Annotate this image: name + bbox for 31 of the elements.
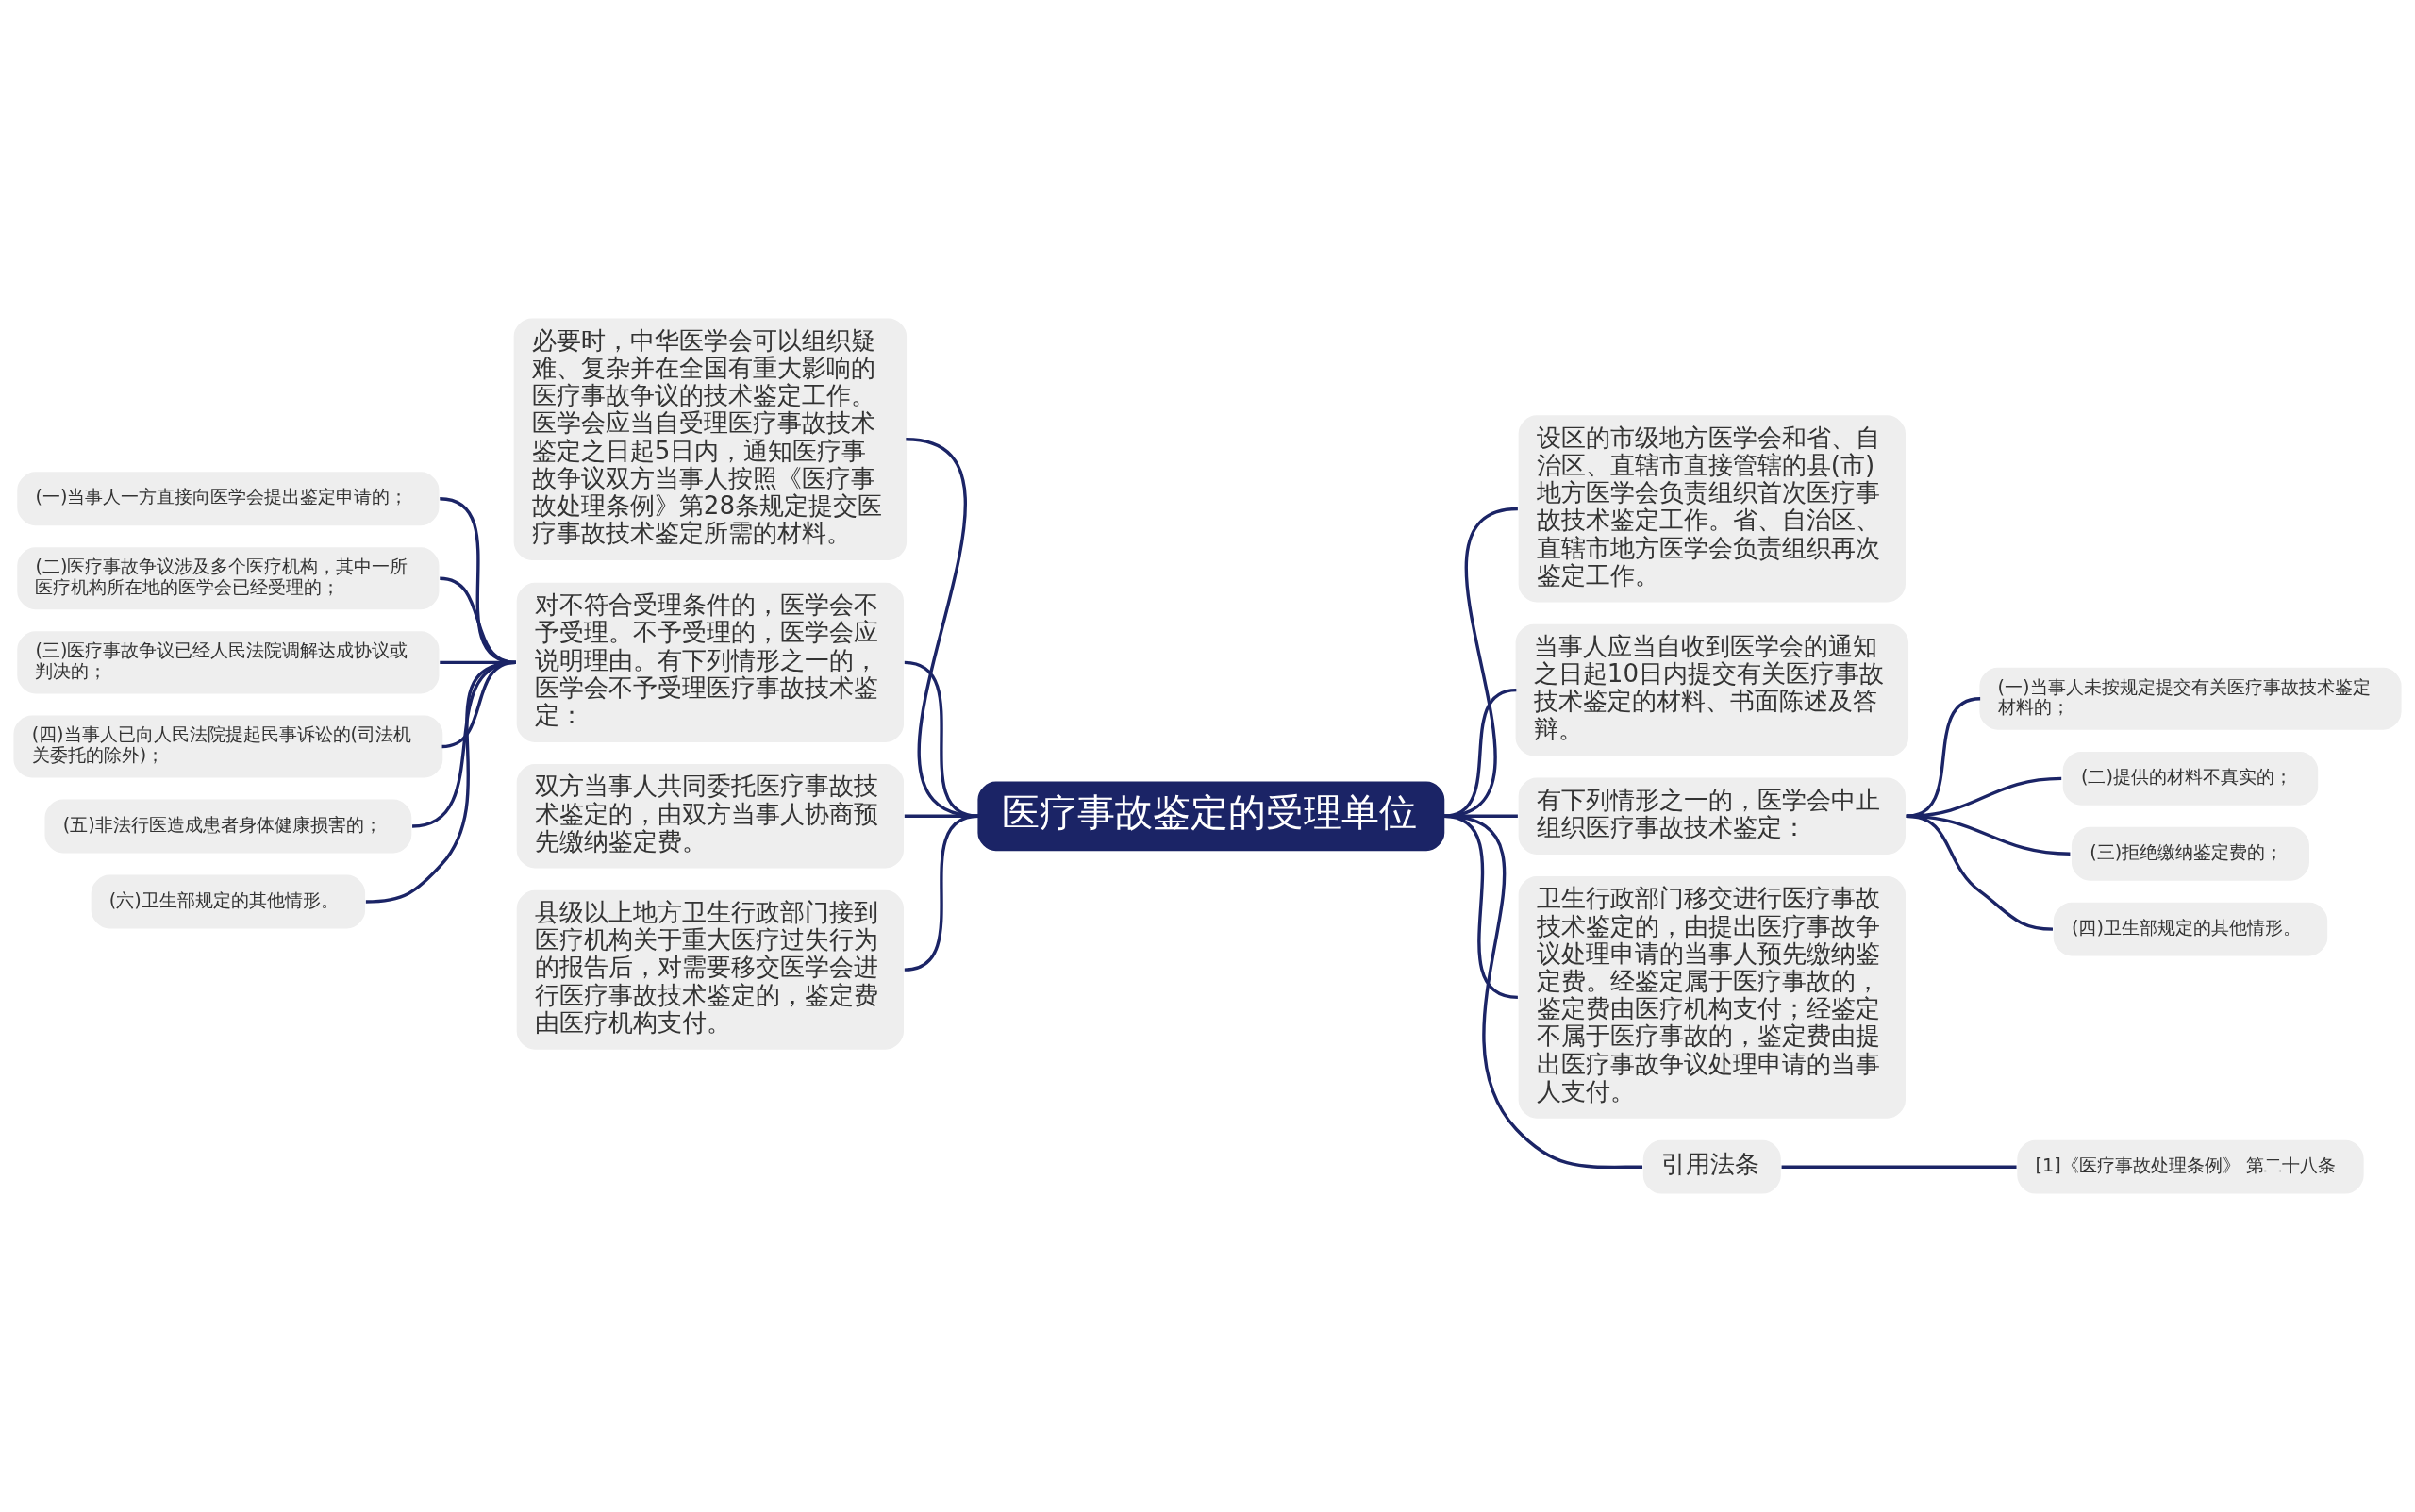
- node-box: 有下列情形之一的，医学会中止组织医疗事故技术鉴定：: [1518, 777, 1906, 855]
- node-box: (二)提供的材料不真实的；: [2062, 751, 2319, 806]
- node-box: 引用法条: [1642, 1139, 1781, 1194]
- node-box: 县级以上地方卫生行政部门接到医疗机构关于重大医疗过失行为的报告后，对需要移交医学会进行医疗事故技术鉴定的，鉴定费由医疗机构支付。: [516, 889, 905, 1050]
- node-box: 对不符合受理条件的，医学会不予受理。不予受理的，医学会应说明理由。有下列情形之一的，医学会不予受理医疗事故技术鉴定：: [516, 582, 905, 742]
- node-box: (五)非法行医造成患者身体健康损害的；: [44, 799, 412, 854]
- connector: [1443, 507, 1519, 818]
- connector: [1906, 697, 1981, 818]
- node-box: 必要时，中华医学会可以组织疑难、复杂并在全国有重大影响的医疗事故争议的技术鉴定工作。医学会应当自受理医疗事故技术鉴定之日起5日内，通知医疗事故争议双方当事人按照《医疗事故处理条例》第28条规定提交医疗事故技术鉴定所需的材料。: [513, 318, 908, 561]
- connector: [904, 660, 979, 818]
- node-box: (四)当事人已向人民法院提起民事诉讼的(司法机关委托的除外)；: [13, 715, 443, 778]
- node-box: 设区的市级地方医学会和省、自治区、直辖市直接管辖的县(市)地方医学会负责组织首次医疗事故技术鉴定工作。省、自治区、直辖市地方医学会负责组织再次鉴定工作。: [1518, 415, 1906, 603]
- node-box: (一)当事人未按规定提交有关医疗事故技术鉴定材料的；: [1979, 667, 2402, 730]
- connector: [1781, 1165, 2017, 1169]
- node-box: 卫生行政部门移交进行医疗事故技术鉴定的，由提出医疗事故争议处理申请的当事人预先缴纳鉴定费。经鉴定属于医疗事故的，鉴定费由医疗机构支付；经鉴定不属于医疗事故的，鉴定费由提出医疗事故争议处理申请的当事人支付。: [1518, 876, 1906, 1119]
- connector: [1906, 814, 2054, 931]
- node-box: (三)医疗事故争议已经人民法院调解达成协议或判决的；: [17, 631, 440, 694]
- connector: [365, 660, 517, 904]
- node-box: (四)卫生部规定的其他情形。: [2053, 902, 2328, 956]
- node-box: 双方当事人共同委托医疗事故技术鉴定的，由双方当事人协商预先缴纳鉴定费。: [516, 763, 905, 869]
- node-box: (二)医疗事故争议涉及多个医疗机构，其中一所医疗机构所在地的医学会已经受理的；: [17, 547, 440, 610]
- node-box: 医疗事故鉴定的受理单位: [977, 781, 1445, 852]
- node-box: 当事人应当自收到医学会的通知之日起10日内提交有关医疗事故技术鉴定的材料、书面陈述及答辩。: [1515, 623, 1909, 756]
- connector: [1443, 814, 1643, 1170]
- connector: [904, 814, 979, 972]
- node-box: (一)当事人一方直接向医学会提出鉴定申请的；: [17, 472, 440, 526]
- node-box: [1]《医疗事故处理条例》 第二十八条: [2017, 1139, 2364, 1194]
- node-box: (三)拒绝缴纳鉴定费的；: [2071, 826, 2309, 881]
- connector: [905, 438, 979, 818]
- connector: [1443, 688, 1517, 818]
- node-box: (六)卫生部规定的其他情形。: [91, 874, 366, 929]
